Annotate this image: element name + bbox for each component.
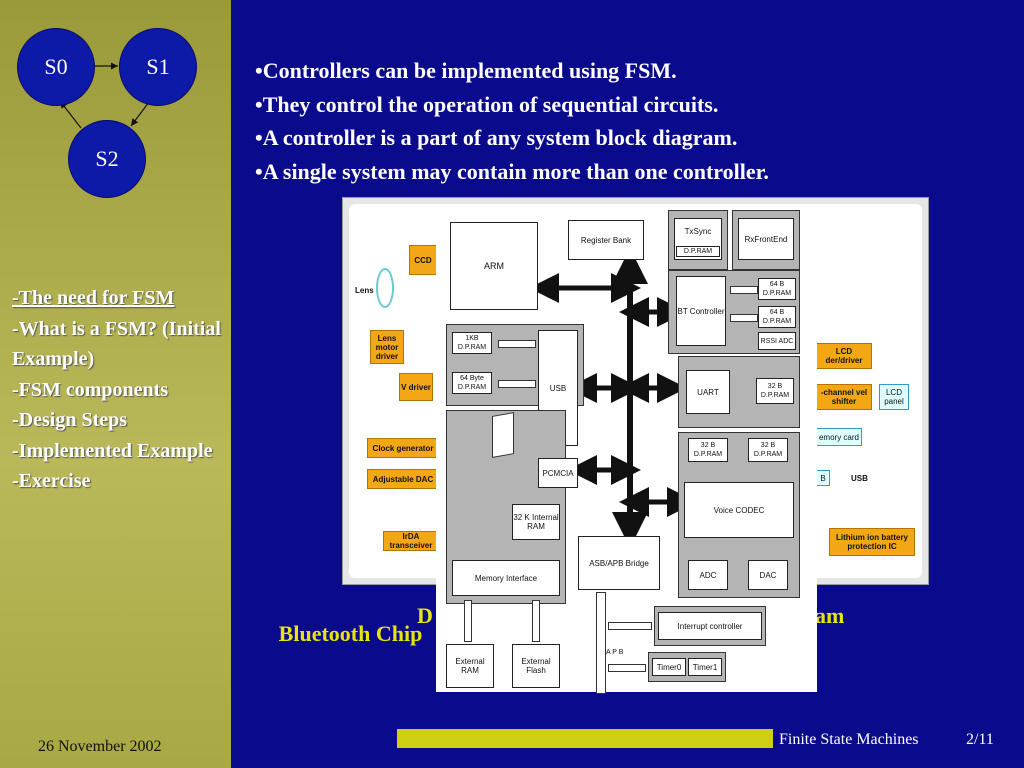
bt-uart: UART xyxy=(686,370,730,414)
bullet-list: •Controllers can be implemented using FS… xyxy=(255,54,769,188)
bt-controller: BT Controller xyxy=(676,276,726,346)
table-of-contents: -The need for FSM -What is a FSM? (Initi… xyxy=(12,283,227,497)
bt-rxfrontend: RxFrontEnd xyxy=(738,218,794,260)
bullet-item: •A controller is a part of any system bl… xyxy=(255,125,738,150)
bullet-item: •Controllers can be implemented using FS… xyxy=(255,58,677,83)
camera-ccd: CCD xyxy=(409,245,437,275)
footer-date: 26 November 2002 xyxy=(38,738,162,755)
bt-voice-codec: Voice CODEC xyxy=(684,482,794,538)
bt-asb-apb-bridge: ASB/APB Bridge xyxy=(578,536,660,590)
toc-item[interactable]: -Design Steps xyxy=(12,409,128,431)
bluetooth-block-diagram: ARM Register Bank TxSync D.P.RAM RxFront… xyxy=(436,208,817,694)
bt-ram-1kb: 1KB D.P.RAM xyxy=(452,332,492,354)
bt-external-ram: External RAM xyxy=(446,644,494,688)
camera-lens-label: Lens xyxy=(355,286,374,295)
bt-arrow-64byte xyxy=(498,380,536,388)
toc-item[interactable]: -What is a FSM? (Initial Example) xyxy=(12,317,221,371)
camera-lcd-driver: LCD der/driver xyxy=(816,343,872,369)
bt-register-bank: Register Bank xyxy=(568,220,644,260)
toc-item[interactable]: -FSM components xyxy=(12,378,169,401)
footer-bar xyxy=(397,729,773,748)
bt-apb-label: A P B xyxy=(606,649,624,656)
bt-ram32-uart: 32 B D.P.RAM xyxy=(756,378,794,404)
bt-txsync-ram: D.P.RAM xyxy=(676,246,720,257)
bt-ram64-a: 64 B D.P.RAM xyxy=(758,278,796,300)
bt-arrow-ram64a xyxy=(730,286,758,294)
state-s2: S2 xyxy=(68,120,146,198)
bt-arrow-ram64b xyxy=(730,314,758,322)
camera-clock-generator: Clock generator xyxy=(367,438,439,458)
camera-v-driver: V driver xyxy=(399,373,433,401)
bt-external-flash: External Flash xyxy=(512,644,560,688)
camera-battery-ic: Lithium ion battery protection IC xyxy=(829,528,915,556)
bt-dac: DAC xyxy=(748,560,788,590)
bt-ram32-b: 32 B D.P.RAM xyxy=(748,438,788,462)
toc-current-item[interactable]: -The need for FSM xyxy=(12,287,175,309)
camera-usb-port: B xyxy=(816,470,830,486)
camera-level-shifter: -channel vel shifter xyxy=(816,384,872,410)
bt-ram64-b: 64 B D.P.RAM xyxy=(758,306,796,328)
camera-irda: IrDA transceiver xyxy=(383,531,439,551)
sidebar: S0 S1 S2 -The need for FSM -What is a FS… xyxy=(0,0,231,768)
bt-rssi-adc: RSSI ADC xyxy=(758,332,796,350)
camera-lens-motor-driver: Lens motor driver xyxy=(370,330,404,364)
bt-ram32-a: 32 B D.P.RAM xyxy=(688,438,728,462)
bt-bus-lines xyxy=(529,248,697,548)
camera-adjustable-dac: Adjustable DAC xyxy=(367,469,439,489)
bt-internal-ram: 32 K Internal RAM xyxy=(512,504,560,540)
bt-arrow-ext-flash xyxy=(532,600,540,642)
camera-lcd-panel: LCD panel xyxy=(879,384,909,410)
camera-lens-shape xyxy=(376,268,394,308)
camera-usb-label: USB xyxy=(851,474,868,483)
bt-ram-64byte: 64 Byte D.P.RAM xyxy=(452,372,492,394)
bullet-item: •A single system may contain more than o… xyxy=(255,158,769,184)
caption-digital-right: am xyxy=(815,603,845,628)
bt-arm: ARM xyxy=(450,222,538,310)
bt-adc: ADC xyxy=(688,560,728,590)
bt-interrupt-controller: Interrupt controller xyxy=(658,612,762,640)
footer-title: Finite State Machines xyxy=(779,731,919,748)
bt-mux xyxy=(492,412,514,458)
bt-arrow-ext-ram xyxy=(464,600,472,642)
transition-s2-s0 xyxy=(59,100,82,129)
bt-arrow-timer xyxy=(608,664,646,672)
caption-digital-left: D xyxy=(417,603,433,628)
state-s1: S1 xyxy=(119,28,197,106)
state-s0: S0 xyxy=(17,28,95,106)
footer-page-number: 2/11 xyxy=(966,731,994,748)
bullet-item: •They control the operation of sequentia… xyxy=(255,91,719,117)
toc-item[interactable]: -Exercise xyxy=(12,470,91,492)
bt-arrow-interrupt xyxy=(608,622,652,630)
bt-arrow-1kb xyxy=(498,340,536,348)
bt-timer1: Timer1 xyxy=(688,658,722,676)
bt-pcmcia: PCMCIA xyxy=(538,458,578,488)
bt-timer0: Timer0 xyxy=(652,658,686,676)
caption-bluetooth-chip: Bluetooth Chip xyxy=(278,621,423,646)
camera-memory-card: emory card xyxy=(816,428,862,446)
bt-apb-bus xyxy=(596,592,606,694)
bt-memory-interface: Memory Interface xyxy=(452,560,560,596)
toc-item[interactable]: -Implemented Example xyxy=(12,439,213,462)
